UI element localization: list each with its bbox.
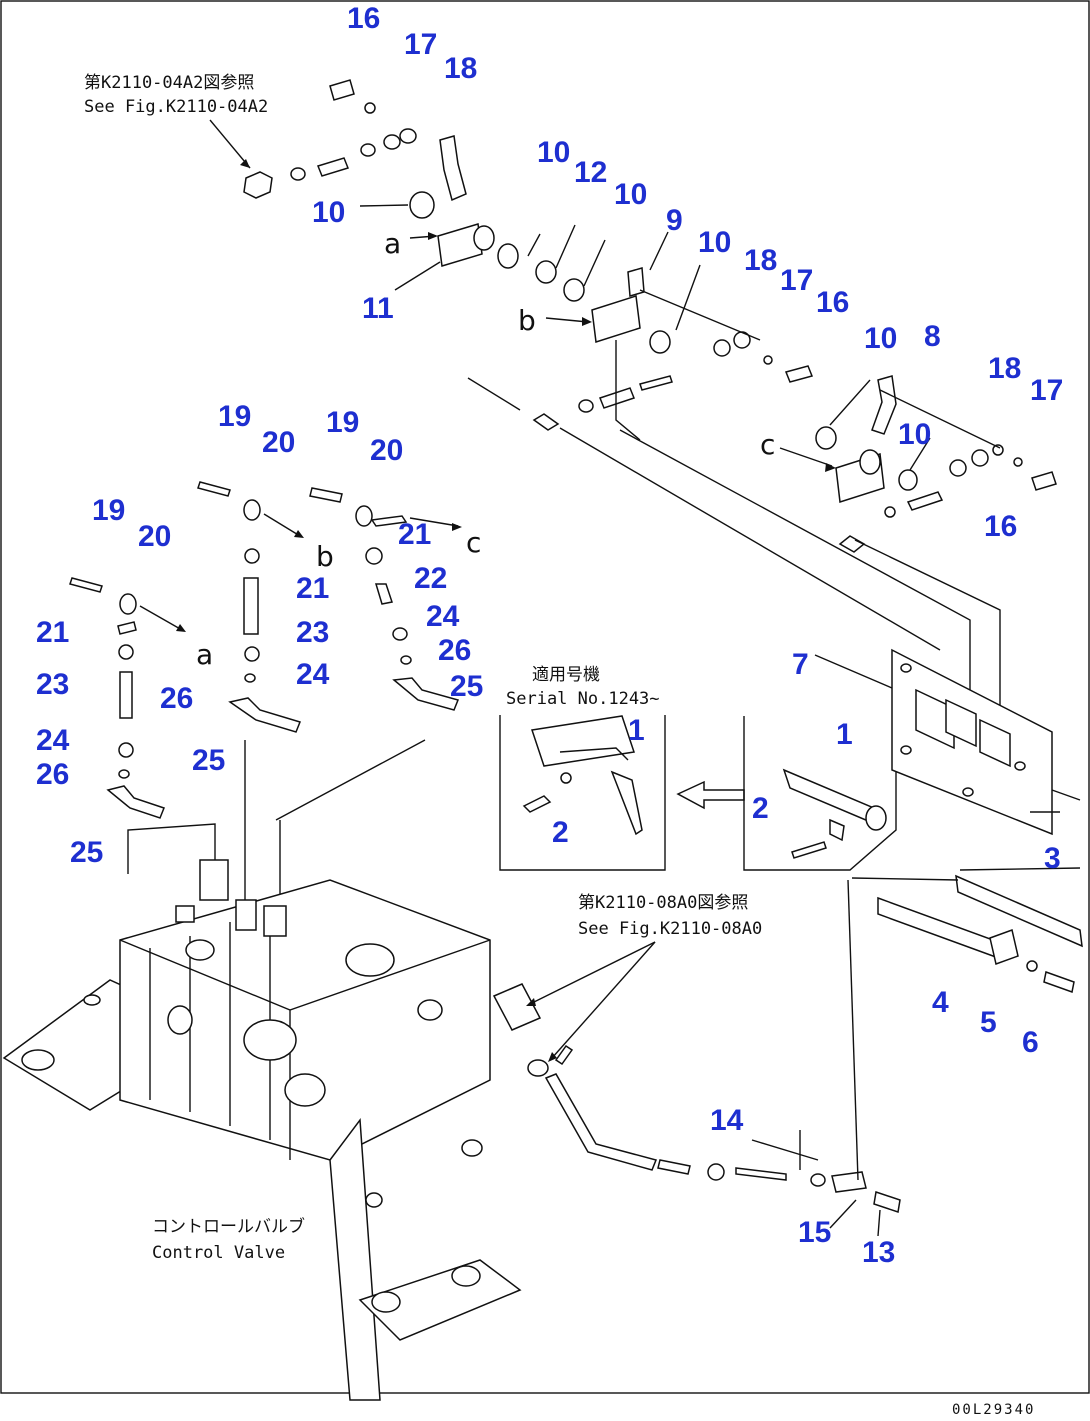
- callout-12: 12: [574, 156, 607, 189]
- callout-16: 16: [984, 510, 1017, 543]
- callout-24: 24: [296, 658, 330, 691]
- serial-label-jp: 適用号機: [532, 665, 600, 685]
- upper-linkage-b: [527, 224, 814, 441]
- control-valve-label-jp: コントロールバルブ: [152, 1216, 305, 1237]
- lower-rod: [492, 879, 901, 1237]
- callout-26: 26: [36, 758, 69, 791]
- callout-18: 18: [988, 352, 1021, 385]
- top-ref-en: See Fig.K2110-04A2: [84, 97, 268, 117]
- upper-linkage-c: [779, 375, 1057, 553]
- callout-26: 26: [160, 682, 193, 715]
- serial-label-en: Serial No.1243~: [506, 689, 660, 709]
- bottom-ref-jp: 第K2110-08A0図参照: [578, 893, 748, 913]
- callout-20: 20: [138, 520, 171, 553]
- linkage-rods: [467, 377, 1001, 740]
- drawing-code: 00L29340: [952, 1402, 1035, 1418]
- callout-10: 10: [898, 418, 931, 451]
- callout-10: 10: [864, 322, 897, 355]
- callout-10: 10: [537, 136, 570, 169]
- callout-15: 15: [798, 1216, 831, 1249]
- control-valve-label-en: Control Valve: [152, 1243, 285, 1263]
- control-valve: [2, 739, 522, 1401]
- callout-14: 14: [710, 1104, 744, 1137]
- callout-17: 17: [1030, 374, 1063, 407]
- callout-1: 1: [836, 718, 853, 751]
- callout-2: 2: [552, 816, 569, 849]
- callout-20: 20: [262, 426, 295, 459]
- callout-3: 3: [1044, 842, 1061, 875]
- callout-23: 23: [36, 668, 69, 701]
- callout-24: 24: [426, 600, 460, 633]
- callout-5: 5: [980, 1006, 997, 1039]
- callout-16: 16: [816, 286, 849, 319]
- callout-2: 2: [752, 792, 769, 825]
- callout-21: 21: [36, 616, 69, 649]
- upper-linkage-a: [209, 79, 519, 291]
- callout-21: 21: [398, 518, 431, 551]
- callout-9: 9: [666, 204, 683, 237]
- callout-6: 6: [1022, 1026, 1039, 1059]
- callout-24: 24: [36, 724, 70, 757]
- callout-25: 25: [70, 836, 103, 869]
- letter-c-top: c: [760, 428, 775, 461]
- callout-10: 10: [312, 196, 345, 229]
- callout-18: 18: [444, 52, 477, 85]
- letter-c-left: c: [466, 526, 481, 559]
- bracket-assembly: [743, 648, 1083, 993]
- callout-10: 10: [614, 178, 647, 211]
- callout-25: 25: [450, 670, 483, 703]
- callout-16: 16: [347, 2, 380, 35]
- callout-21: 21: [296, 572, 329, 605]
- bottom-ref-en: See Fig.K2110-08A0: [578, 919, 762, 939]
- letter-b-left: b: [316, 540, 334, 573]
- callout-4: 4: [932, 986, 949, 1019]
- callout-26: 26: [438, 634, 471, 667]
- callout-18: 18: [744, 244, 777, 277]
- letter-b-top: b: [518, 304, 536, 337]
- callout-11: 11: [362, 292, 394, 325]
- left-small-parts: [69, 481, 462, 819]
- callout-1: 1: [628, 714, 645, 747]
- callout-7: 7: [792, 648, 809, 681]
- callout-23: 23: [296, 616, 329, 649]
- callout-17: 17: [780, 264, 813, 297]
- serial-inset: [499, 715, 745, 871]
- callout-19: 19: [92, 494, 125, 527]
- letter-a-top: a: [384, 227, 401, 260]
- callout-22: 22: [414, 562, 447, 595]
- top-ref-jp: 第K2110-04A2図参照: [84, 73, 254, 93]
- callout-10: 10: [698, 226, 731, 259]
- callout-25: 25: [192, 744, 225, 777]
- letter-a-left: a: [196, 638, 213, 671]
- callout-19: 19: [218, 400, 251, 433]
- callout-17: 17: [404, 28, 437, 61]
- callout-19: 19: [326, 406, 359, 439]
- callout-13: 13: [862, 1236, 895, 1269]
- callout-8: 8: [924, 320, 941, 353]
- callout-20: 20: [370, 434, 403, 467]
